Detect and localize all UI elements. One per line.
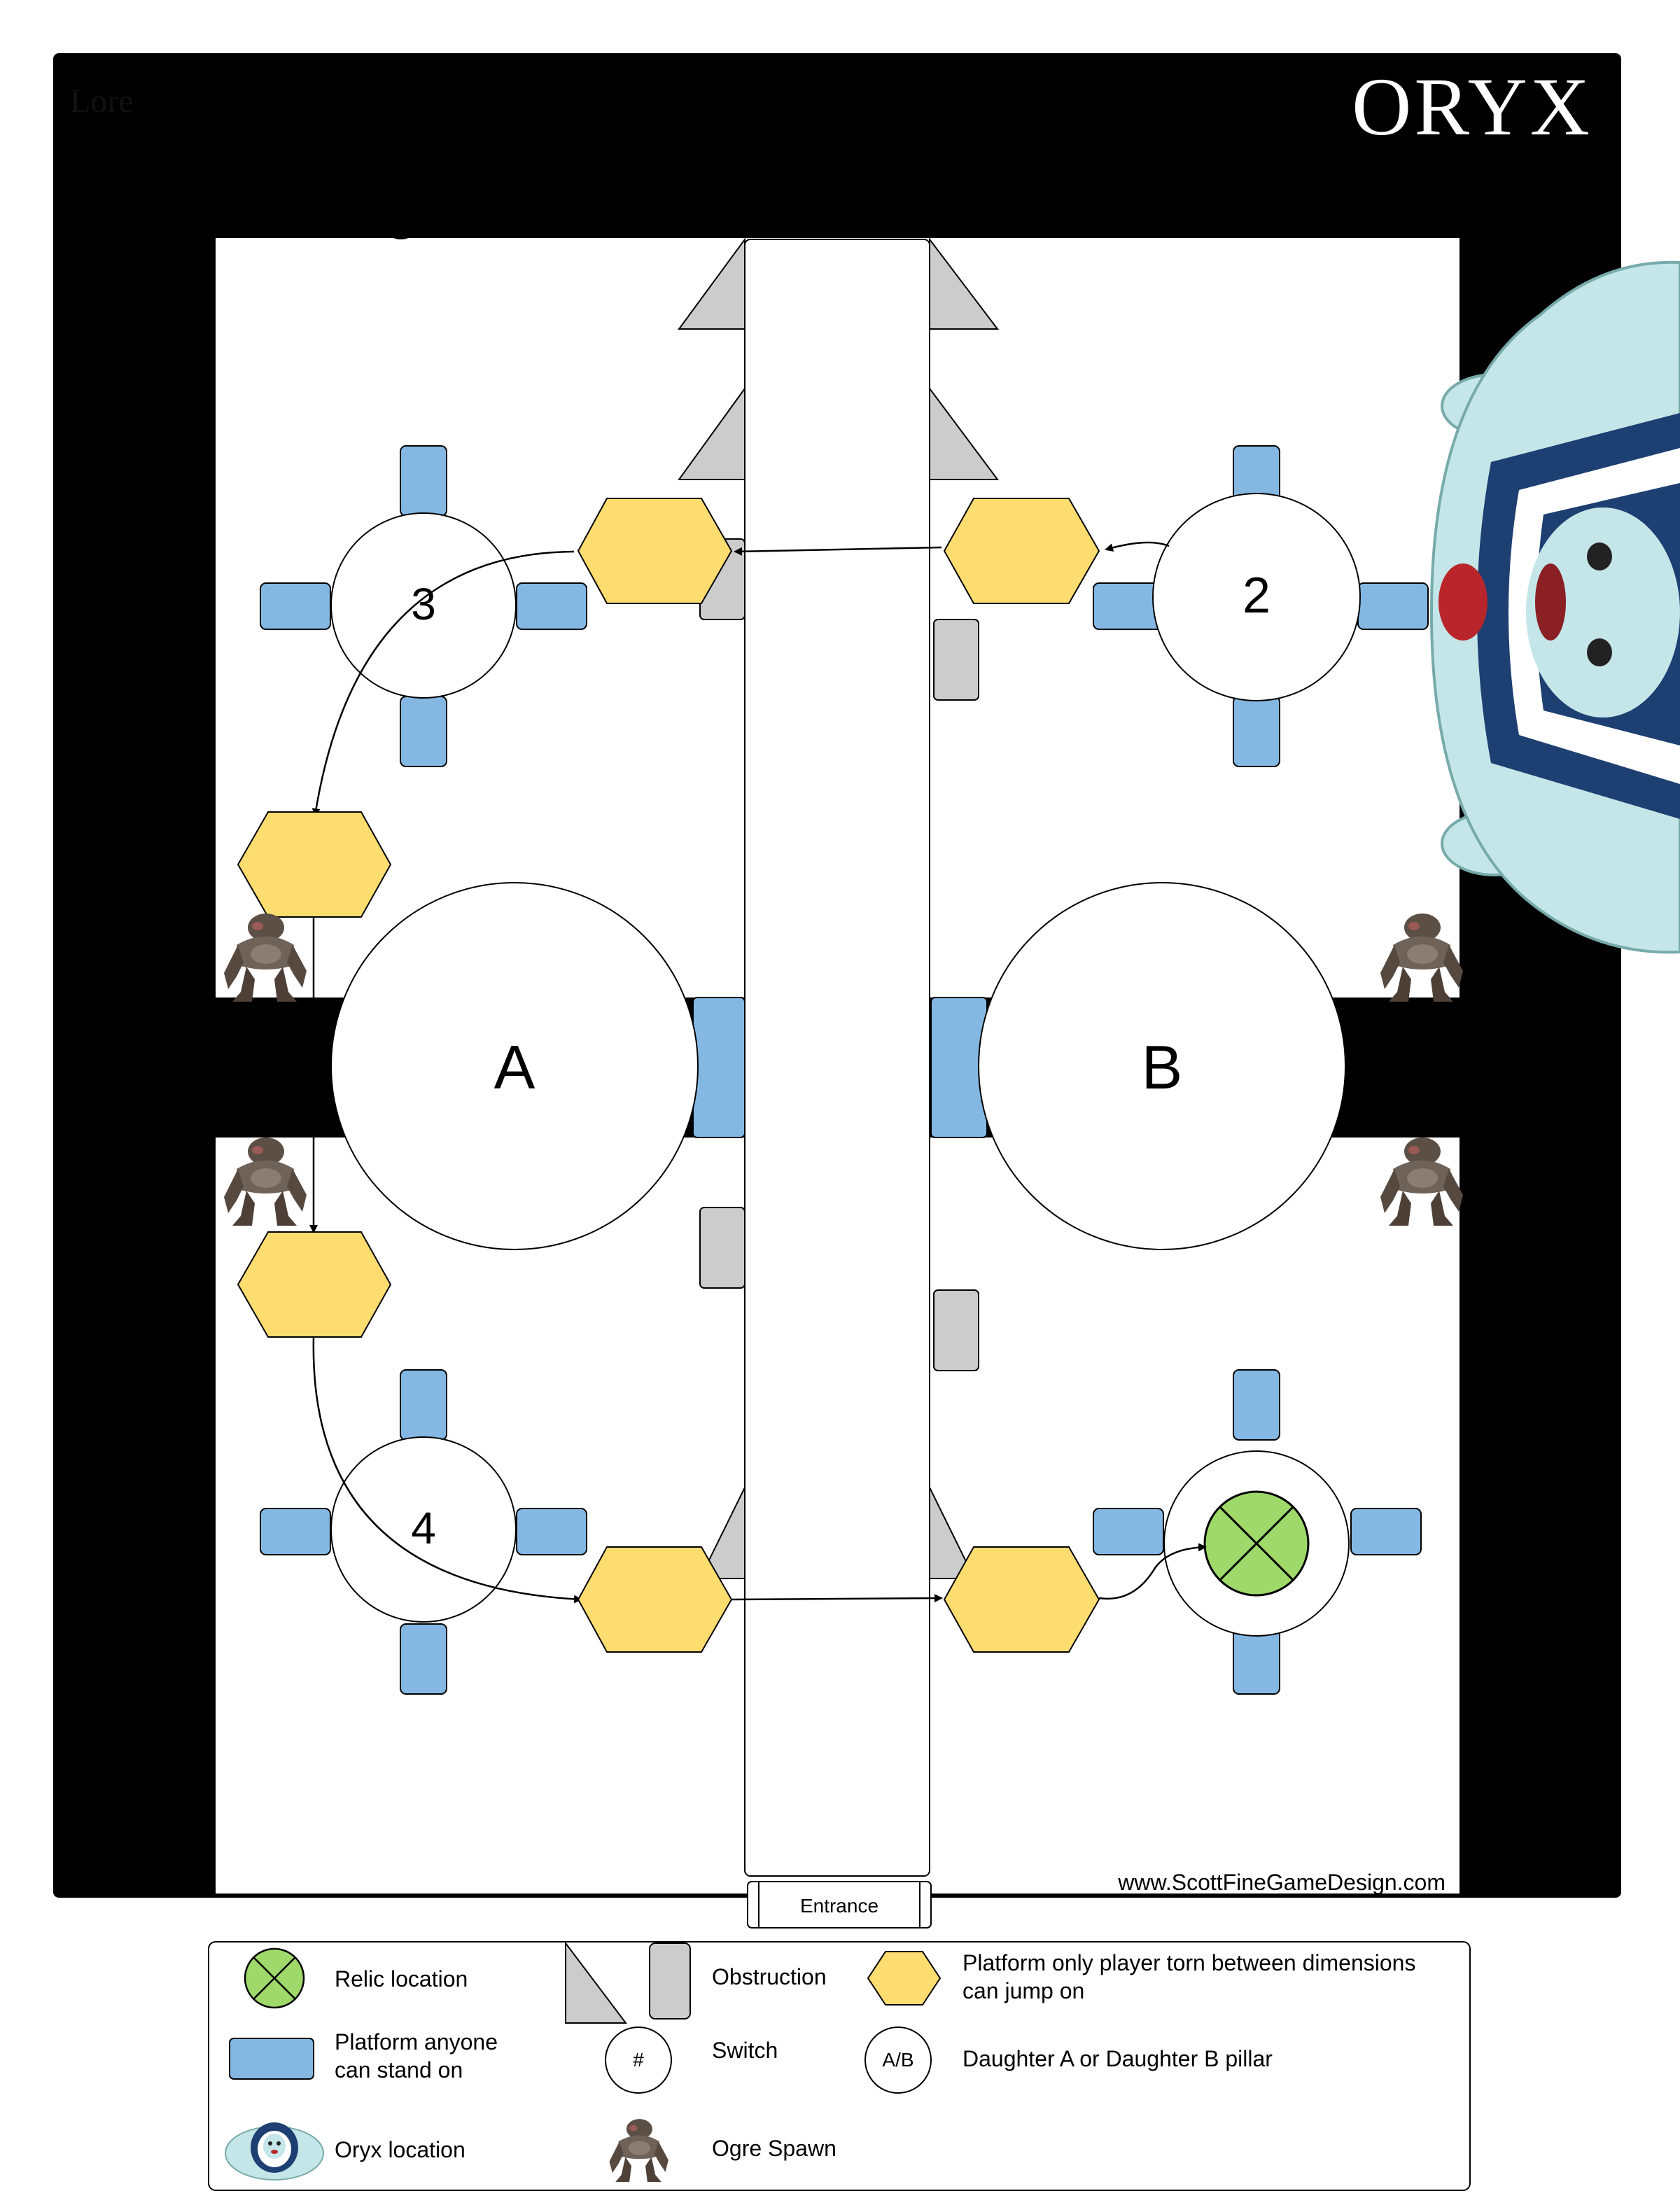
legend-standing-platform: Platform anyone can stand on [229,2029,498,2082]
switch-4 [330,1436,517,1623]
route-arrows [309,541,1207,1604]
svg-text:Platform only player torn betw: Platform only player torn between dimens… [962,1950,1415,1975]
obstruction-block-icon [933,619,979,701]
obstruction-triangle-icon [565,1941,628,2024]
pillar-a-label: A [494,1032,536,1102]
pillar-b-label: B [1142,1032,1183,1102]
switch-2-label: 2 [1242,568,1270,624]
obstruction-block-icon [933,1289,979,1371]
entrance-label: Entrance [800,1895,878,1917]
obstruction-block-icon [699,1207,746,1289]
obstructions [678,237,1000,1579]
svg-text:can stand on: can stand on [335,2057,463,2082]
obstruction-triangle-icon [678,386,746,480]
switch-3 [330,512,517,699]
standing-platforms [260,445,1429,1695]
obstruction-triangle-icon [929,386,999,480]
svg-text:Daughter A or Daughter B pilla: Daughter A or Daughter B pillar [962,2046,1273,2071]
obstruction-triangle-icon [699,1487,746,1579]
svg-text:Platform anyone: Platform anyone [335,2029,498,2054]
legend-relic: Relic location [244,1947,468,2009]
obstruction-triangle-icon [929,237,1000,330]
svg-text:Oryx location: Oryx location [335,2137,465,2162]
legend-box [208,1941,1471,2191]
obstruction-block-icon [649,1942,691,2019]
central-corridor [744,239,930,1877]
page-title: Switch/Ogre Order: 2, 3, 4, 1 [214,190,765,239]
header-mark: Lore [70,83,134,120]
legend-oryx: Oryx location [225,2122,465,2180]
svg-text:Relic location: Relic location [335,1966,468,1991]
legend-pillar: A/B Daughter A or Daughter B pillar [864,2026,1273,2094]
brand-logo: ORYX [1352,61,1592,153]
legend-jump-platform: Platform only player torn between dimens… [867,1950,1415,2005]
obstruction-triangle-icon [678,237,746,330]
pillar-b [978,882,1346,1250]
svg-text:A/B: A/B [882,2049,913,2071]
website-text: www.ScottFineGameDesign.com [1117,1870,1446,1895]
switch-2 [1152,493,1361,701]
obstruction-triangle-icon [929,1487,976,1579]
marshmallow-mascot-icon [225,2122,324,2180]
svg-text:Ogre Spawn: Ogre Spawn [712,2136,836,2161]
relic-icon [1203,1490,1310,1597]
jump-platforms [237,498,1100,1653]
switch-4-label: 4 [411,1503,436,1553]
oryx-location-icon [1429,260,1680,954]
svg-text:Switch: Switch [712,2038,778,2063]
legend-obstruction: Obstruction [565,1941,827,2024]
svg-text:can jump on: can jump on [962,1978,1084,2003]
legend-ogre: Ogre Spawn [609,2119,836,2183]
svg-text:#: # [633,2049,644,2071]
svg-text:Obstruction: Obstruction [712,1964,827,1989]
pillar-a [330,882,699,1250]
legend-switch: # Switch [605,2026,778,2094]
